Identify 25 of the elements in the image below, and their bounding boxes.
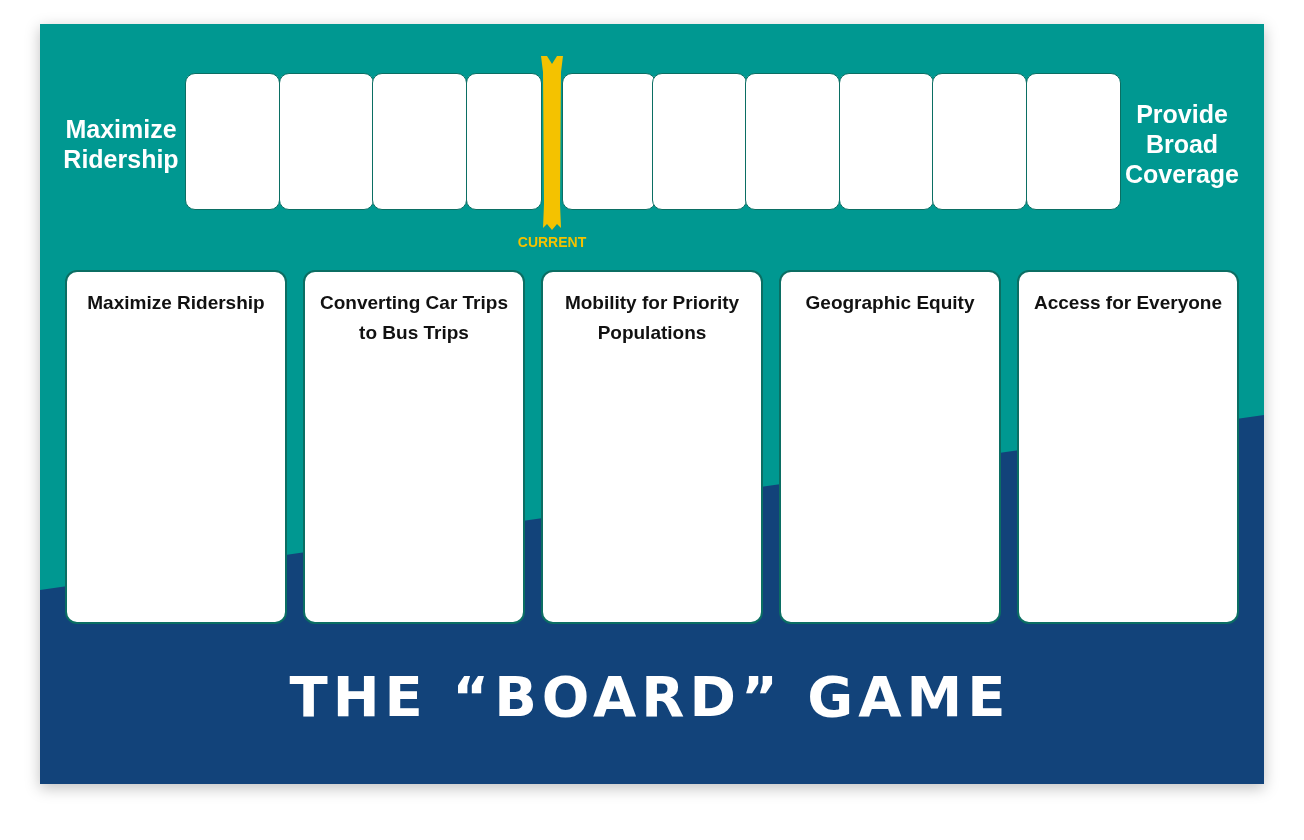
priority-card [1017, 270, 1239, 624]
scale-slot [651, 73, 747, 210]
card-heading: Access for Everyone [1033, 291, 1223, 315]
scale-slot [185, 73, 280, 210]
card-heading: Converting Car Trips to Bus Trips [319, 291, 509, 345]
scale-slot [932, 73, 1027, 210]
scale-slot [465, 73, 542, 210]
current-marker [541, 56, 563, 230]
priority-card [779, 270, 1001, 624]
board-title: THE “BOARD” GAME [288, 664, 1012, 729]
card-heading: Geographic Equity [804, 291, 976, 315]
priority-card [541, 270, 763, 624]
scale-slot [278, 73, 374, 210]
scale-slot [1025, 73, 1121, 210]
card-heading: Maximize Ridership [86, 291, 266, 315]
scale-end-label: Provide Broad Coverage [1124, 99, 1240, 189]
scale-end-label: Maximize Ridership [62, 114, 180, 174]
scale-slot [562, 73, 656, 210]
priority-card [303, 270, 525, 624]
scale-slot [372, 73, 467, 210]
card-heading: Mobility for Priority Populations [563, 291, 741, 345]
priority-card [65, 270, 287, 624]
scale-slot [745, 73, 840, 210]
marker-label: CURRENT [516, 233, 588, 251]
scale-slot [838, 73, 934, 210]
